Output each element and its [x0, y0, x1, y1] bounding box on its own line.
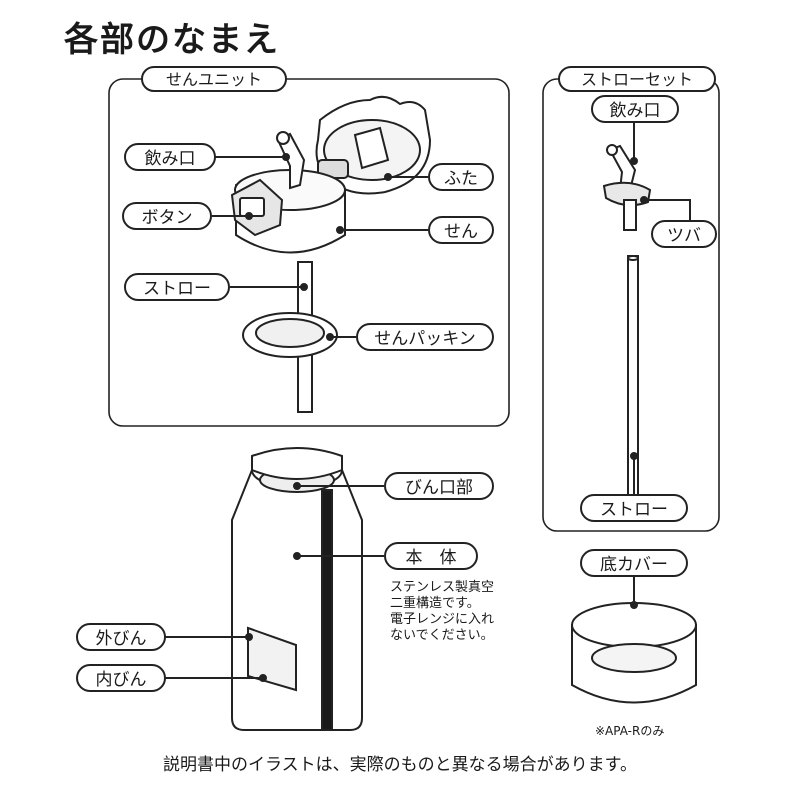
- button-face: [239, 197, 265, 217]
- label-soko-cover: 底カバー: [580, 549, 688, 577]
- label-sen-packing: せんパッキン: [356, 323, 494, 351]
- label-set-straw: ストロー: [580, 494, 688, 522]
- leader-tsuba: [644, 199, 691, 222]
- label-uchi-bin: 内びん: [76, 664, 166, 692]
- bottle-cutaway: [247, 626, 297, 692]
- group-label-straw-set: ストローセット: [558, 66, 716, 92]
- label-set-nomiguchi: 飲み口: [591, 95, 679, 123]
- spout-shape: [276, 132, 306, 190]
- cover-illustration: [571, 602, 697, 704]
- bottle-stripe: [321, 489, 333, 731]
- packing-inner: [255, 318, 325, 348]
- cover-inner: [591, 643, 677, 673]
- page-title: 各部のなまえ: [64, 20, 280, 60]
- label-hontai: 本 体: [384, 542, 478, 570]
- spout-tip: [276, 131, 290, 145]
- label-tsuba: ツバ: [651, 220, 717, 248]
- straw-set-illustration: [602, 144, 652, 497]
- bottle-illustration: [231, 447, 363, 731]
- label-button: ボタン: [122, 202, 212, 230]
- footer-note: 説明書中のイラストは、実際のものと異なる場合があります。: [163, 755, 637, 775]
- cover-note: ※APA-Rのみ: [595, 724, 665, 738]
- tsuba-shape: [602, 181, 652, 207]
- group-label-sen-unit: せんユニット: [141, 66, 287, 92]
- hontai-note: ステンレス製真空 二重構造です。 電子レンジに入れ ないでください。: [390, 580, 495, 643]
- label-futa: ふた: [428, 163, 494, 191]
- leader-lines: [165, 122, 691, 682]
- lid-latch: [353, 126, 390, 170]
- bottle-thread: [251, 447, 343, 480]
- cover-rim: [571, 602, 697, 648]
- cap-illustration: [230, 95, 432, 413]
- set-spout-tip: [606, 144, 618, 156]
- label-soto-bin: 外びん: [76, 623, 166, 651]
- set-straw-top: [627, 255, 639, 261]
- label-sen: せん: [428, 216, 494, 244]
- label-straw: ストロー: [124, 273, 230, 301]
- sen-unit-frame: [108, 78, 510, 427]
- label-bin-kuchibu: びん口部: [384, 472, 494, 500]
- label-nomiguchi: 飲み口: [124, 143, 216, 171]
- set-tube-top: [623, 199, 637, 231]
